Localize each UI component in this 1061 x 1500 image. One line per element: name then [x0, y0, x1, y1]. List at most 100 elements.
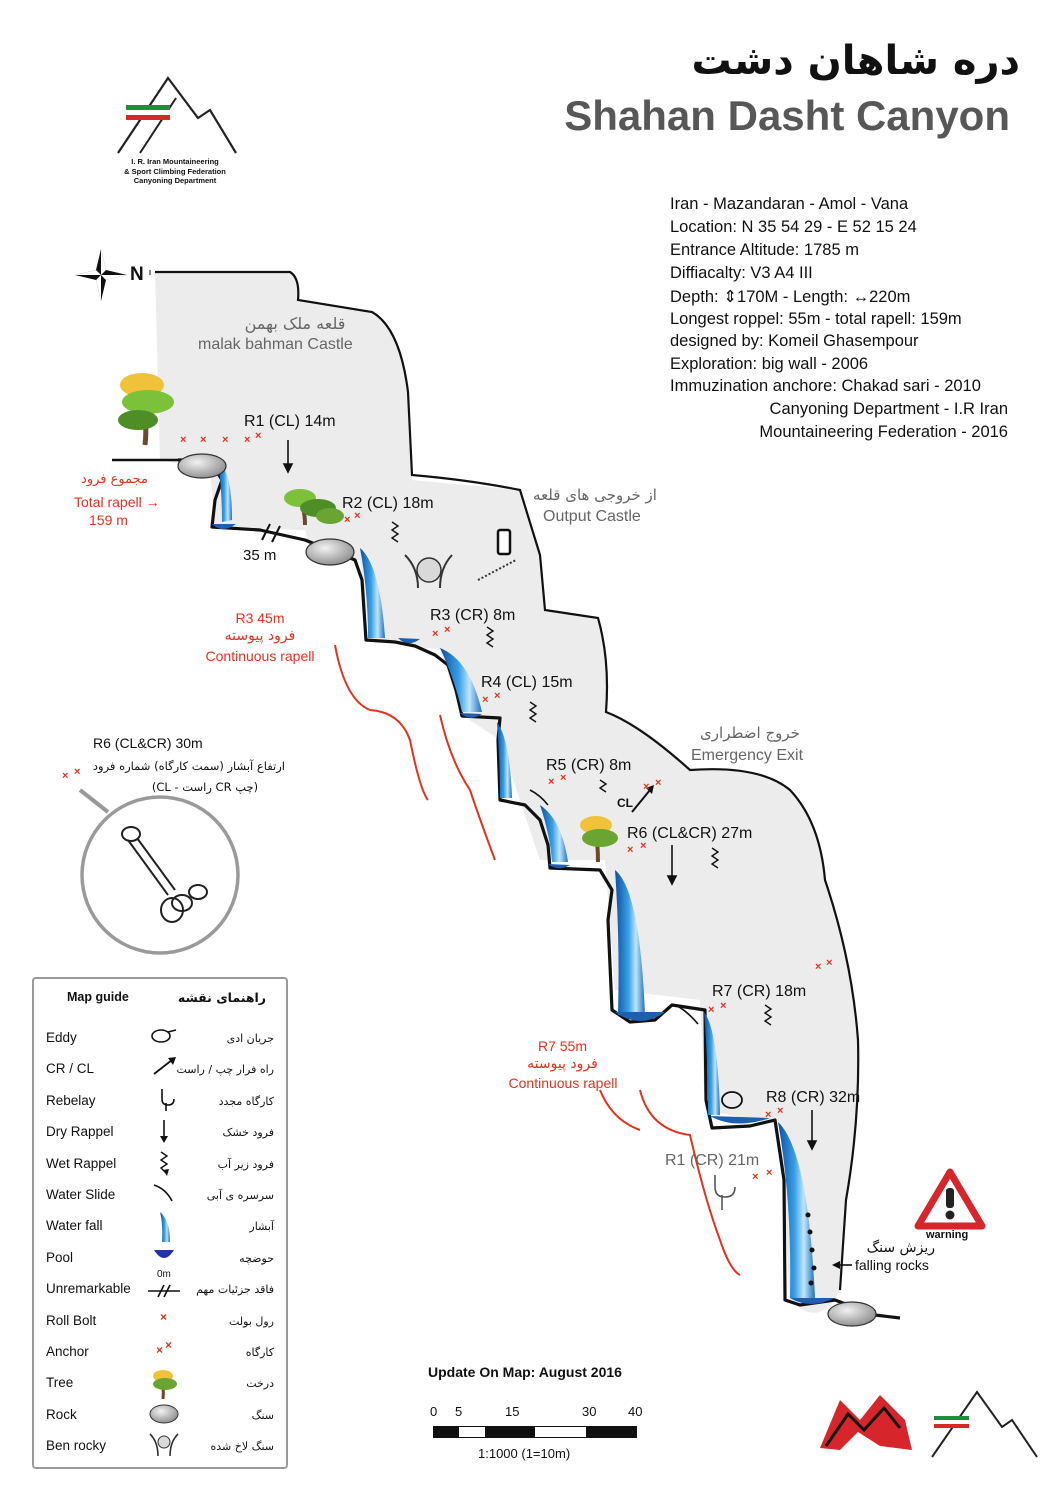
rappel-r4: R4 (CL) 15m	[481, 674, 573, 691]
roll-bolt-icon: ×	[146, 1307, 186, 1335]
legend-label-fa: سرسره ی آبی	[206, 1189, 274, 1202]
pool-6	[710, 1116, 770, 1124]
unremarkable-distance: 0m	[157, 1269, 171, 1281]
svg-text:×: ×	[165, 1338, 172, 1352]
federation-line-2: & Sport Climbing Federation	[124, 166, 226, 176]
ben-rocky-icon	[146, 1432, 186, 1460]
legend-label-fa: حوضچه	[239, 1251, 274, 1265]
continuous-b-title: R7 55m	[537, 1038, 588, 1054]
svg-text:×: ×	[765, 1109, 771, 1121]
title-english: Shahan Dasht Canyon	[564, 92, 1010, 139]
info-rappel: Longest roppel: 55m - total rapell: 159m	[670, 310, 962, 328]
info-anchors: Immuzination anchore: Chakad sari - 2010	[670, 377, 981, 395]
svg-text:×: ×	[720, 1000, 726, 1012]
rock-2	[305, 538, 355, 566]
escape-arrow	[631, 789, 651, 813]
legend-label-fa: کارگاه مجدد	[218, 1094, 274, 1108]
callout-circle	[80, 795, 240, 955]
svg-text:×: ×	[815, 961, 821, 973]
eddy-icon	[146, 1024, 186, 1052]
rappel-r7: R7 (CR) 18m	[712, 983, 807, 1000]
info-altitude: Entrance Altitude: 1785 m	[670, 241, 859, 259]
unremarkable-mark	[261, 523, 281, 543]
castle-label-en: malak bahman Castle	[198, 336, 353, 353]
callout-title: R6 (CL&CR) 30m	[93, 735, 203, 751]
continuous-a-title: R3 45m	[235, 610, 285, 626]
legend-label-fa: راه فرار چپ / راست	[176, 1063, 274, 1077]
emergency-exit-en: Emergency Exit	[691, 747, 804, 764]
svg-text:×: ×	[244, 434, 250, 446]
federation-name: I. R. Iran Mountaineering & Sport Climbi…	[105, 157, 245, 186]
output-castle-fa: از خروجی های قلعه	[533, 486, 657, 504]
dry-rappel-arrows	[282, 440, 818, 1151]
legend-label-fa: درخت	[246, 1377, 274, 1391]
waterfall-r6	[615, 870, 645, 1015]
chakad-logo	[820, 1395, 912, 1450]
federation-logo	[117, 76, 237, 154]
compass-north-label: N	[130, 264, 144, 285]
svg-text:×: ×	[752, 1171, 758, 1183]
continuous-line-b	[639, 1089, 741, 1276]
svg-text:×: ×	[354, 510, 360, 522]
federation-line-1: I. R. Iran Mountaineering	[131, 157, 219, 166]
output-castle-en: Output Castle	[543, 508, 641, 525]
rebelay-mark	[714, 1175, 736, 1198]
svg-text:×: ×	[432, 628, 438, 640]
compass-rose	[75, 249, 127, 301]
continuous-b-en: Continuous rapell	[508, 1075, 618, 1091]
total-rappel-en: Total rapell →	[74, 494, 160, 510]
pool-4	[548, 864, 570, 869]
continuous-line-a	[334, 644, 496, 861]
legend-label-en: Roll Bolt	[46, 1312, 97, 1328]
castle-label-fa: قلعه ملک بهمن	[244, 314, 346, 333]
escape-cl-label: CL	[617, 796, 633, 810]
update-date: Update On Map: August 2016	[428, 1364, 622, 1380]
pool-2	[398, 638, 420, 644]
info-designer: designed by: Komeil Ghasempour	[670, 332, 919, 350]
anchor-diagram	[121, 826, 208, 923]
legend-label-en: Water fall	[46, 1218, 103, 1234]
total-rappel-fa: مجموع فرود	[81, 472, 148, 487]
waterfall-r5	[540, 805, 568, 862]
rappel-r8: R8 (CR) 32m	[766, 1089, 861, 1106]
svg-text:×: ×	[160, 1310, 167, 1324]
falling-rocks-dots	[805, 1212, 817, 1286]
svg-text:×: ×	[482, 694, 488, 706]
info-department-1: Canyoning Department - I.R Iran	[769, 400, 1008, 418]
svg-text:×: ×	[62, 770, 68, 782]
callout-fa-2: (CL - راست CR چپ)	[151, 780, 259, 794]
emergency-exit-fa: خروج اضطراری	[700, 724, 800, 742]
legend-label-en: Pool	[46, 1249, 74, 1265]
tree-2	[284, 489, 344, 526]
warning-label: warning	[926, 1229, 969, 1241]
rock-3	[827, 1301, 877, 1327]
svg-text:×: ×	[180, 434, 186, 446]
svg-text:×: ×	[494, 690, 500, 702]
info-exploration: Exploration: big wall - 2006	[670, 355, 869, 373]
rappel-r2: R2 (CL) 18m	[342, 495, 434, 512]
svg-text:×: ×	[655, 777, 661, 789]
continuous-line-c	[599, 1089, 641, 1131]
info-difficulty: Diffiacalty: V3 A4 III	[670, 264, 813, 282]
svg-text:×: ×	[255, 430, 261, 442]
legend-title-fa: راهنمای نقشه	[177, 990, 266, 1005]
svg-text:×: ×	[444, 624, 450, 636]
legend-label-fa: جریان ادی	[226, 1032, 274, 1045]
info-region: Iran - Mazandaran - Amol - Vana	[670, 195, 909, 213]
pool-3	[460, 713, 482, 718]
tree-icon	[146, 1369, 186, 1400]
wet-rappel-icon	[146, 1150, 186, 1178]
scale-bar	[433, 1426, 637, 1438]
svg-text:×: ×	[627, 844, 633, 856]
anchor-marks: ××× ×× ×× ×× ×× ×× ×× ×× ×× ×× ×× ×× ××	[62, 430, 832, 1183]
legend-label-en: Water Slide	[46, 1187, 116, 1202]
pool-5	[615, 1012, 665, 1021]
legend-row: Anchor××کارگاه	[34, 1338, 284, 1366]
waterfall-r7	[704, 1012, 720, 1115]
pool-1	[212, 524, 236, 529]
